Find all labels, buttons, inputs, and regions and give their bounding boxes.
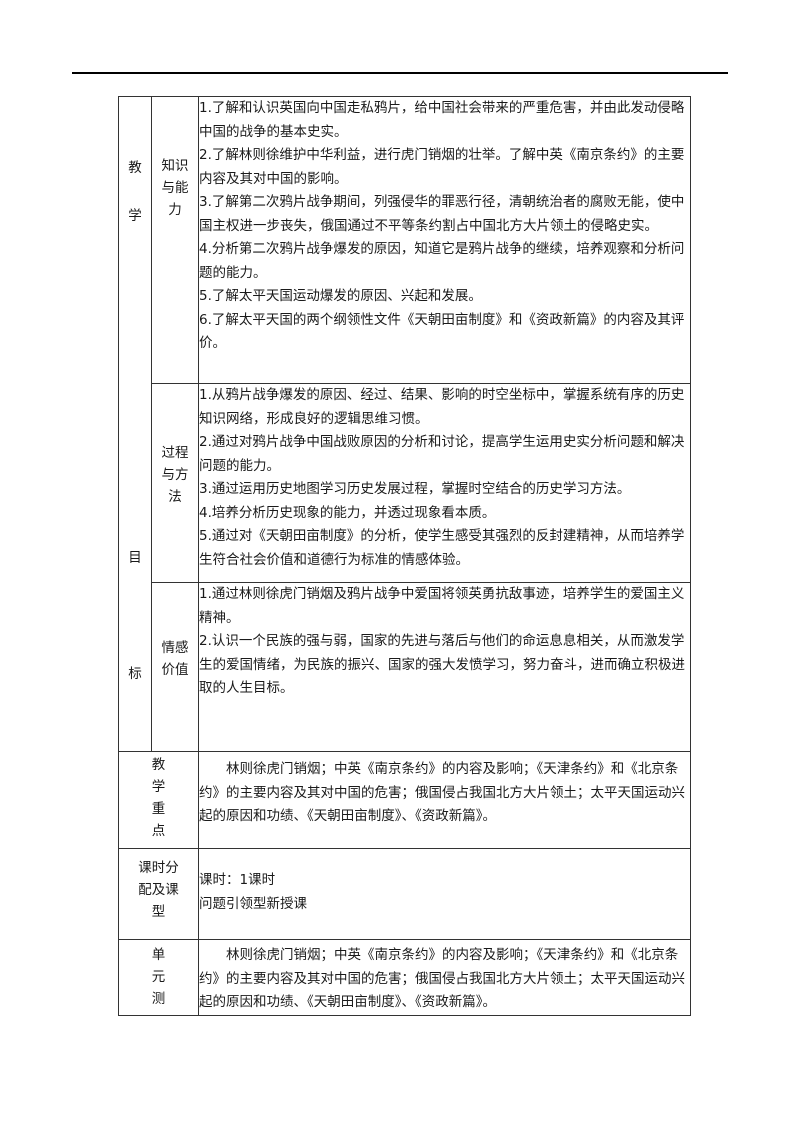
knowledge-label-line: 与能 <box>161 180 189 196</box>
schedule-line: 课时：1课时 <box>199 872 276 888</box>
objectives-label-char: 教 <box>128 160 142 176</box>
objectives-label-char: 标 <box>128 666 142 682</box>
knowledge-content: 1.了解和认识英国向中国走私鸦片，给中国社会带来的严重危害，并由此发动侵略中国的… <box>198 96 691 384</box>
key-points-label: 教 学 重 点 <box>119 752 198 842</box>
emotion-label-line: 情感 <box>161 640 189 656</box>
unit-test-label-char: 元 <box>151 969 166 985</box>
header-rule <box>72 72 728 74</box>
knowledge-item: 6.了解太平天国的两个纲领性文件《天朝田亩制度》和《资政新篇》的内容及其评价。 <box>199 311 685 352</box>
schedule-label-line: 型 <box>151 904 166 920</box>
emotion-content: 1.通过林则徐虎门销烟及鸦片战争中爱国将领英勇抗敌事迹，培养学生的爱国主义精神。… <box>198 582 691 752</box>
knowledge-label-line: 知识 <box>161 158 189 174</box>
unit-test-content: 林则徐虎门销烟；中英《南京条约》的内容及影响；《天津条约》和《北京条约》的主要内… <box>198 939 691 1016</box>
key-points-row: 教 学 重 点 林则徐虎门销烟；中英《南京条约》的内容及影响；《天津条约》和《北… <box>118 751 691 849</box>
emotion-item: 1.通过林则徐虎门销烟及鸦片战争中爱国将领英勇抗敌事迹，培养学生的爱国主义精神。 <box>199 586 685 626</box>
unit-test-label-char: 单 <box>151 947 166 963</box>
process-item: 4.培养分析历史现象的能力，并透过现象看本质。 <box>199 504 496 521</box>
objectives-label-char: 目 <box>128 550 142 566</box>
schedule-line: 问题引领型新授课 <box>199 895 307 912</box>
knowledge-item: 3.了解第二次鸦片战争期间，列强侵华的罪恶行径，清朝统治者的腐败无能，使中国主权… <box>199 194 685 234</box>
process-item: 5.通过对《天朝田亩制度》的分析，使学生感受其强烈的反封建精神，从而培养学生符合… <box>199 528 685 568</box>
key-points-label-char: 学 <box>151 779 166 795</box>
objectives-knowledge-row: 教 学 目 标 知识 与能 力 1.了解和认识英国向中国走私鸦片，给中国社会带来… <box>118 96 691 752</box>
knowledge-label-line: 力 <box>168 202 182 218</box>
unit-test-label: 单 元 测 <box>119 940 198 1010</box>
unit-test-label-cell: 单 元 测 <box>118 939 199 1016</box>
emotion-label-line: 价值 <box>161 662 189 678</box>
schedule-label-line: 配及课 <box>138 882 179 898</box>
unit-test-row: 单 元 测 林则徐虎门销烟；中英《南京条约》的内容及影响；《天津条约》和《北京条… <box>118 939 691 1016</box>
process-item: 1.从鸦片战争爆发的原因、经过、结果、影响的时空坐标中，掌握系统有序的历史知识网… <box>199 387 685 427</box>
process-label: 过程 与方 法 <box>152 384 198 508</box>
schedule-row: 课时分 配及课 型 课时：1课时 问题引领型新授课 <box>118 848 691 940</box>
key-points-label-char: 重 <box>151 801 166 817</box>
process-content: 1.从鸦片战争爆发的原因、经过、结果、影响的时空坐标中，掌握系统有序的历史知识网… <box>198 383 691 583</box>
process-label-cell: 过程 与方 法 <box>151 383 199 583</box>
process-item: 3.通过运用历史地图学习历史发展过程，掌握时空结合的历史学习方法。 <box>199 481 631 497</box>
schedule-label-line: 课时分 <box>138 860 179 876</box>
process-item: 2.通过对鸦片战争中国战败原因的分析和讨论，提高学生运用史实分析问题和解决问题的… <box>199 434 685 474</box>
process-label-line: 与方 <box>161 467 189 483</box>
schedule-label: 课时分 配及课 型 <box>119 849 198 923</box>
emotion-label: 情感 价值 <box>152 583 198 681</box>
process-label-line: 法 <box>168 489 182 505</box>
knowledge-item: 4.分析第二次鸦片战争爆发的原因，知道它是鸦片战争的继续，培养观察和分析问题的能… <box>199 241 685 281</box>
knowledge-label-cell: 知识 与能 力 <box>151 96 199 384</box>
knowledge-item: 5.了解太平天国运动爆发的原因、兴起和发展。 <box>199 288 482 304</box>
emotion-item: 2.认识一个民族的强与弱，国家的先进与落后与他们的命运息息相关，从而激发学生的爱… <box>199 633 685 696</box>
objectives-emotion-row: 情感 价值 1.通过林则徐虎门销烟及鸦片战争中爱国将领英勇抗敌事迹，培养学生的爱… <box>119 582 691 752</box>
key-points-label-char: 点 <box>151 823 166 839</box>
objectives-process-row: 过程 与方 法 1.从鸦片战争爆发的原因、经过、结果、影响的时空坐标中，掌握系统… <box>119 383 691 583</box>
process-label-line: 过程 <box>161 445 189 461</box>
lesson-plan-table: 教 学 目 标 知识 与能 力 1.了解和认识英国向中国走私鸦片，给中国社会带来… <box>118 96 691 1016</box>
objectives-label: 教 学 目 标 <box>118 96 152 752</box>
knowledge-item: 1.了解和认识英国向中国走私鸦片，给中国社会带来的严重危害，并由此发动侵略中国的… <box>199 100 685 140</box>
schedule-label-cell: 课时分 配及课 型 <box>118 848 199 940</box>
schedule-content: 课时：1课时 问题引领型新授课 <box>198 848 691 940</box>
key-points-label-char: 教 <box>151 757 166 773</box>
key-points-content: 林则徐虎门销烟；中英《南京条约》的内容及影响；《天津条约》和《北京条约》的主要内… <box>198 751 691 849</box>
unit-test-label-char: 测 <box>151 991 166 1007</box>
knowledge-label: 知识 与能 力 <box>152 97 198 221</box>
emotion-label-cell: 情感 价值 <box>151 582 199 752</box>
key-points-text: 林则徐虎门销烟；中英《南京条约》的内容及影响；《天津条约》和《北京条约》的主要内… <box>199 761 685 824</box>
unit-test-text: 林则徐虎门销烟；中英《南京条约》的内容及影响；《天津条约》和《北京条约》的主要内… <box>199 947 685 1010</box>
key-points-label-cell: 教 学 重 点 <box>118 751 199 849</box>
objectives-label-char: 学 <box>128 208 142 224</box>
knowledge-item: 2.了解林则徐维护中华利益，进行虎门销烟的壮举。了解中英《南京条约》的主要内容及… <box>199 147 685 187</box>
